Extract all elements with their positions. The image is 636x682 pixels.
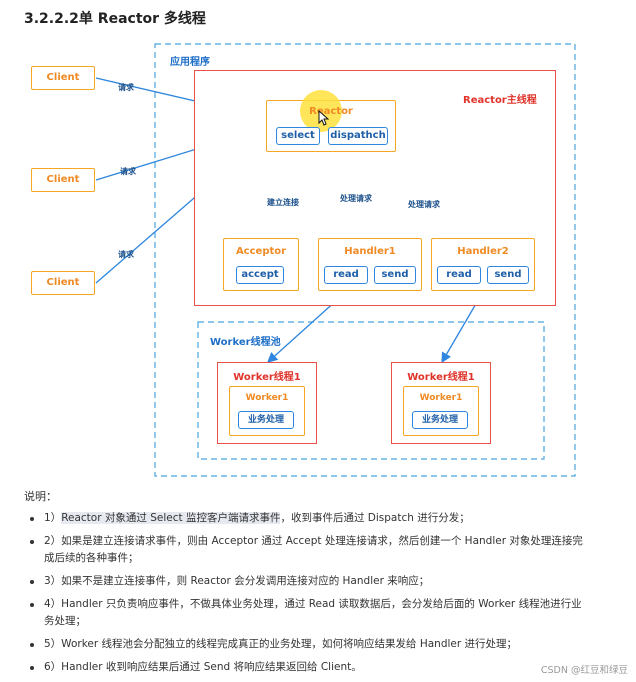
list-item-text: 4）Handler 只负责响应事件，不做具体业务处理，通过 Read 读取数据后…: [44, 598, 582, 627]
description-heading: 说明：: [24, 490, 57, 503]
acceptor-label: Acceptor: [235, 246, 287, 257]
bullet-icon: [30, 517, 34, 521]
section-title: 3.2.2.2单 Reactor 多线程: [24, 11, 206, 27]
client-2: Client: [31, 168, 95, 192]
request-label-3: 请求: [118, 250, 134, 259]
list-item-text: 3）如果不是建立连接事件，则 Reactor 会分发调用连接对应的 Handle…: [44, 575, 430, 587]
watermark: CSDN @红豆和绿豆: [540, 665, 628, 676]
list-item-text: 2）如果是建立连接请求事件，则由 Acceptor 通过 Accept 处理连接…: [44, 535, 583, 564]
worker-thread-left-label: Worker线程1: [233, 372, 301, 383]
handler2-read-box: read: [437, 266, 481, 284]
handler1-read-box: read: [324, 266, 368, 284]
handler2-label: Handler2: [457, 246, 509, 257]
reactor-label: Reactor: [309, 106, 353, 117]
list-item-prefix: 1）: [44, 512, 62, 524]
bullet-icon: [30, 666, 34, 670]
handle-req-label-1: 处理请求: [340, 194, 372, 203]
biz-box-right: 业务处理: [412, 411, 468, 429]
list-item: 1）Reactor 对象通过 Select 监控客户端请求事件，收到事件后通过 …: [30, 510, 590, 527]
select-box: select: [276, 127, 320, 145]
request-label-1: 请求: [118, 83, 134, 92]
mouse-pointer-icon: [318, 110, 330, 126]
bullet-icon: [30, 580, 34, 584]
bullet-icon: [30, 540, 34, 544]
description-list: 1）Reactor 对象通过 Select 监控客户端请求事件，收到事件后通过 …: [30, 510, 590, 682]
list-item: 3）如果不是建立连接事件，则 Reactor 会分发调用连接对应的 Handle…: [30, 573, 590, 590]
client-1: Client: [31, 66, 95, 90]
list-item: 4）Handler 只负责响应事件，不做具体业务处理，通过 Read 读取数据后…: [30, 596, 590, 630]
handler2-send-box: send: [487, 266, 529, 284]
worker-thread-right-label: Worker线程1: [407, 372, 475, 383]
list-item-text: ，收到事件后通过 Dispatch 进行分发；: [280, 512, 470, 524]
reactor-main-label: Reactor主线程: [463, 95, 537, 106]
worker-left-label: Worker1: [245, 393, 289, 403]
bullet-icon: [30, 603, 34, 607]
app-label: 应用程序: [170, 57, 210, 68]
list-item: 6）Handler 收到响应结果后通过 Send 将响应结果返回给 Client…: [30, 659, 590, 676]
list-item-text: 5）Worker 线程池会分配独立的线程完成真正的业务处理，如何将响应结果发给 …: [44, 638, 518, 650]
handle-req-label-2: 处理请求: [408, 200, 440, 209]
dispatch-box: dispathch: [328, 127, 388, 145]
build-conn-label: 建立连接: [267, 198, 299, 207]
accept-box: accept: [236, 266, 284, 284]
list-item: 5）Worker 线程池会分配独立的线程完成真正的业务处理，如何将响应结果发给 …: [30, 636, 590, 653]
worker-pool-label: Worker线程池: [210, 337, 281, 348]
highlighted-text: Reactor 对象通过 Select 监控客户端请求事件: [61, 512, 281, 524]
client-3: Client: [31, 271, 95, 295]
list-item: 2）如果是建立连接请求事件，则由 Acceptor 通过 Accept 处理连接…: [30, 533, 590, 567]
biz-box-left: 业务处理: [238, 411, 294, 429]
handler1-send-box: send: [374, 266, 416, 284]
request-label-2: 请求: [120, 167, 136, 176]
cursor-highlight: [300, 90, 342, 132]
list-item-text: 6）Handler 收到响应结果后通过 Send 将响应结果返回给 Client…: [44, 661, 362, 673]
worker-right-label: Worker1: [419, 393, 463, 403]
handler1-label: Handler1: [344, 246, 396, 257]
bullet-icon: [30, 643, 34, 647]
